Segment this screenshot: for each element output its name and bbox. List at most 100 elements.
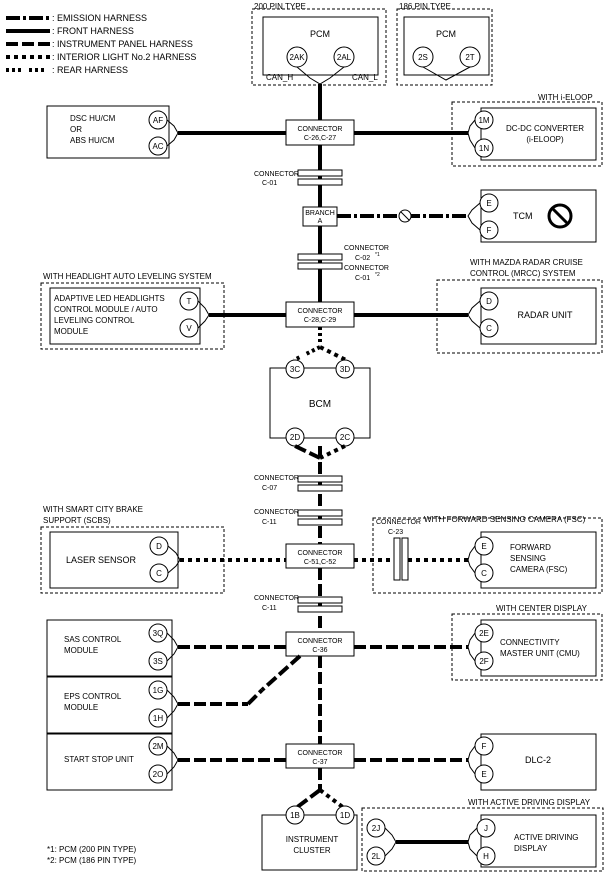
connector-c36-label: CONNECTOR bbox=[298, 638, 343, 645]
laser-pin-d-label: D bbox=[156, 542, 162, 551]
add-pin-2l-label: 2L bbox=[372, 852, 381, 861]
headlight-name-line4: MODULE bbox=[54, 327, 88, 336]
legend: : EMISSION HARNESS : FRONT HARNESS : INS… bbox=[6, 13, 196, 75]
sas-pin-3q-label: 3Q bbox=[153, 629, 164, 638]
dsc-group: DSC HU/CM OR ABS HU/CM AF AC bbox=[46, 105, 286, 159]
connector-c11b-label: CONNECTOR bbox=[254, 595, 299, 602]
ieloop-name-line2: (i-ELOOP) bbox=[526, 135, 564, 144]
connector-c02-label: CONNECTOR bbox=[344, 245, 389, 252]
cmu-name-line2: MASTER UNIT (CMU) bbox=[500, 649, 580, 658]
radar-group-label-line1: WITH MAZDA RADAR CRUISE bbox=[470, 258, 583, 267]
headlight-pin-t-label: T bbox=[187, 297, 192, 306]
connector-c23-id: C-23 bbox=[388, 529, 403, 536]
dlc-module bbox=[480, 733, 597, 791]
add-group: WITH ACTIVE DRIVING DISPLAY 2J 2L J H AC… bbox=[361, 798, 604, 872]
laser-group-label-line1: WITH SMART CITY BRAKE bbox=[43, 505, 143, 514]
dsc-pin-ac-label: AC bbox=[152, 142, 163, 151]
ieloop-group: WITH i-ELOOP 1M 1N DC-DC CONVERTER (i-EL… bbox=[451, 93, 603, 167]
dlc-group: F E DLC-2 bbox=[467, 733, 597, 791]
connector-c37-id: C-37 bbox=[312, 759, 327, 766]
connector-c11b-id: C-11 bbox=[262, 605, 277, 612]
headlight-name-line2: CONTROL MODULE / AUTO bbox=[54, 305, 158, 314]
bcm-pin-2c-label: 2C bbox=[340, 433, 350, 442]
cluster-module bbox=[261, 814, 358, 871]
pcm-186-module bbox=[403, 16, 490, 76]
cmu-group-label: WITH CENTER DISPLAY bbox=[496, 604, 588, 613]
eps-name-line2: MODULE bbox=[64, 703, 98, 712]
connector-c01b-note: *2 bbox=[375, 272, 380, 278]
cluster-pin-1d-label: 1D bbox=[340, 811, 350, 820]
eps-pin-1h-label: 1H bbox=[153, 714, 163, 723]
eps-pin-1g-label: 1G bbox=[153, 686, 164, 695]
pcm-186-group: 186 PIN TYPE PCM 2S 2T bbox=[396, 2, 493, 86]
tcm-pin-e-label: E bbox=[486, 199, 491, 208]
branch-a-label: BRANCH bbox=[305, 210, 335, 217]
connector-c37-label: CONNECTOR bbox=[298, 750, 343, 757]
branch-a: BRANCH A bbox=[302, 206, 468, 227]
bcm-pin-3d-label: 3D bbox=[340, 365, 350, 374]
radar-group: WITH MAZDA RADAR CRUISE CONTROL (MRCC) S… bbox=[436, 258, 603, 354]
connector-c36: CONNECTOR C-36 bbox=[260, 631, 468, 692]
connector-c11-b: CONNECTOR C-11 bbox=[254, 595, 343, 613]
legend-label-instrument-panel: : INSTRUMENT PANEL HARNESS bbox=[52, 39, 193, 49]
pcm-200-name: PCM bbox=[310, 29, 330, 39]
bcm-pin-3c bbox=[285, 359, 305, 379]
cluster-pin-1b-label: 1B bbox=[290, 811, 300, 820]
ieloop-name-line1: DC-DC CONVERTER bbox=[506, 124, 584, 133]
bcm-module bbox=[269, 367, 371, 439]
ieloop-pin-1m-label: 1M bbox=[478, 116, 489, 125]
connector-c01-id: C-01 bbox=[262, 180, 277, 187]
eps-name-line1: EPS CONTROL bbox=[64, 692, 122, 701]
legend-label-emission: : EMISSION HARNESS bbox=[52, 13, 147, 23]
connector-c07-label: CONNECTOR bbox=[254, 475, 299, 482]
radar-pin-d-label: D bbox=[486, 297, 492, 306]
connector-c02-id: C-02 bbox=[355, 255, 370, 262]
dsc-name-line3: ABS HU/CM bbox=[70, 136, 115, 145]
add-pin-h-label: H bbox=[483, 852, 489, 861]
bcm-pin-3c-label: 3C bbox=[290, 365, 300, 374]
tcm-pin-f-label: F bbox=[487, 226, 492, 235]
dlc-pin-f-label: F bbox=[482, 742, 487, 751]
sas-group: SAS CONTROL MODULE 3Q 3S bbox=[46, 619, 286, 677]
connector-c23 bbox=[393, 537, 401, 581]
headlight-group-label: WITH HEADLIGHT AUTO LEVELING SYSTEM bbox=[43, 272, 212, 281]
dlc-name: DLC-2 bbox=[525, 755, 551, 765]
branch-a-id: A bbox=[318, 218, 323, 225]
laser-group-label-line2: SUPPORT (SCBS) bbox=[43, 516, 111, 525]
cluster-pin-1d bbox=[335, 805, 355, 825]
fsc-pin-e-label: E bbox=[481, 542, 486, 551]
sas-name-line2: MODULE bbox=[64, 646, 98, 655]
prohibited-icon bbox=[547, 203, 573, 229]
cmu-name-line1: CONNECTIVITY bbox=[500, 638, 560, 647]
connector-c26-id: C-26,C-27 bbox=[304, 135, 336, 142]
tcm-module bbox=[480, 189, 597, 243]
add-module bbox=[480, 814, 597, 868]
laser-name: LASER SENSOR bbox=[66, 555, 137, 565]
cmu-pin-2e-label: 2E bbox=[479, 629, 489, 638]
startstop-group: START STOP UNIT 2M 2O bbox=[46, 733, 286, 791]
startstop-name: START STOP UNIT bbox=[64, 755, 134, 764]
radar-pin-c-label: C bbox=[486, 324, 492, 333]
headlight-pin-v-label: V bbox=[186, 324, 192, 333]
add-name-line1: ACTIVE DRIVING bbox=[514, 833, 578, 842]
ieloop-group-label: WITH i-ELOOP bbox=[538, 93, 593, 102]
connector-c01-label: CONNECTOR bbox=[254, 171, 299, 178]
cmu-pin-2f-label: 2F bbox=[479, 657, 488, 666]
tcm-group: E F TCM bbox=[467, 189, 597, 243]
startstop-pin-2o-label: 2O bbox=[153, 770, 164, 779]
connector-c51-label: CONNECTOR bbox=[298, 550, 343, 557]
add-pin-h bbox=[476, 846, 496, 866]
legend-label-front: : FRONT HARNESS bbox=[52, 26, 134, 36]
fsc-name-line2: SENSING bbox=[510, 554, 546, 563]
add-pin-j-label: J bbox=[484, 824, 488, 833]
fsc-module bbox=[480, 531, 597, 589]
pcm-200-module bbox=[262, 16, 379, 76]
pcm-186-group-label: 186 PIN TYPE bbox=[399, 2, 451, 11]
cluster-name-line1: INSTRUMENT bbox=[286, 835, 339, 844]
cmu-module bbox=[480, 619, 597, 677]
radar-module bbox=[480, 287, 597, 345]
pcm-200-pin-2al-label: 2AL bbox=[337, 53, 352, 62]
dlc-pin-e-label: E bbox=[481, 770, 486, 779]
laser-group: WITH SMART CITY BRAKE SUPPORT (SCBS) LAS… bbox=[40, 505, 286, 594]
